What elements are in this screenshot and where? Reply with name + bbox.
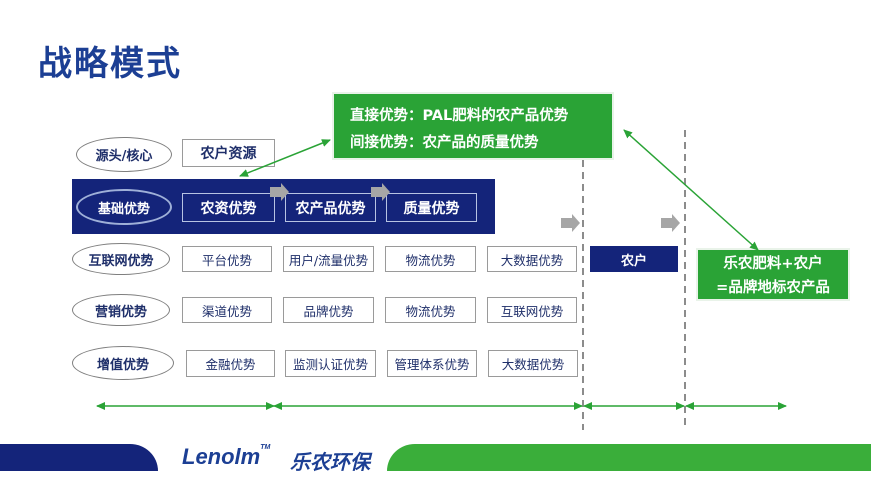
result-box: 乐农肥料+农户 =品牌地标农产品 [696,248,850,301]
marketing-item-3: 物流优势 [385,297,476,323]
chevron-arrow-icon-1 [270,183,289,201]
row-label-marketing: 营销优势 [72,294,170,326]
advantage-callout: 直接优势：PAL肥料的农产品优势 间接优势：农产品的质量优势 [332,92,614,160]
chevron-arrow-icon-2 [371,183,390,201]
result-line-2: =品牌地标农产品 [716,280,830,296]
value-item-3: 管理体系优势 [387,350,477,377]
logo-chinese: 乐农环保 [290,450,370,474]
chevron-arrows [270,183,680,232]
base-item-1: 农资优势 [182,193,275,222]
result-line-1: 乐农肥料+农户 [723,256,823,272]
row-label-base: 基础优势 [76,189,172,225]
logo-text: Lenolm [182,444,261,469]
row-label-source: 源头/核心 [76,137,172,172]
page-title: 战略模式 [38,44,182,84]
row-label-value-added: 增值优势 [72,346,174,380]
chevron-arrow-icon-3 [561,214,580,232]
arrow-callout-to-result [623,129,759,251]
value-item-2: 监测认证优势 [285,350,376,377]
logo-wordmark: LenolmTM [182,444,270,470]
internet-item-1: 平台优势 [182,246,272,272]
footer-blue-bar [0,444,158,471]
value-item-1: 金融优势 [186,350,275,377]
arrow-source-to-callout [239,139,331,177]
row-label-internet: 互联网优势 [72,243,170,275]
chevron-arrow-icon-4 [661,214,680,232]
marketing-item-2: 品牌优势 [283,297,374,323]
callout-line-direct: 直接优势：PAL肥料的农产品优势 [350,108,569,124]
internet-item-4: 大数据优势 [487,246,577,272]
footer-green-bar [387,444,871,471]
base-item-3: 质量优势 [386,193,477,222]
callout-line-indirect: 间接优势：农产品的质量优势 [350,135,539,151]
marketing-item-4: 互联网优势 [487,297,577,323]
marketing-item-1: 渠道优势 [182,297,272,323]
value-item-4: 大数据优势 [488,350,578,377]
base-item-2: 农产品优势 [285,193,376,222]
internet-item-2: 用户/流量优势 [283,246,374,272]
logo-tm: TM [260,444,271,451]
internet-item-3: 物流优势 [385,246,476,272]
